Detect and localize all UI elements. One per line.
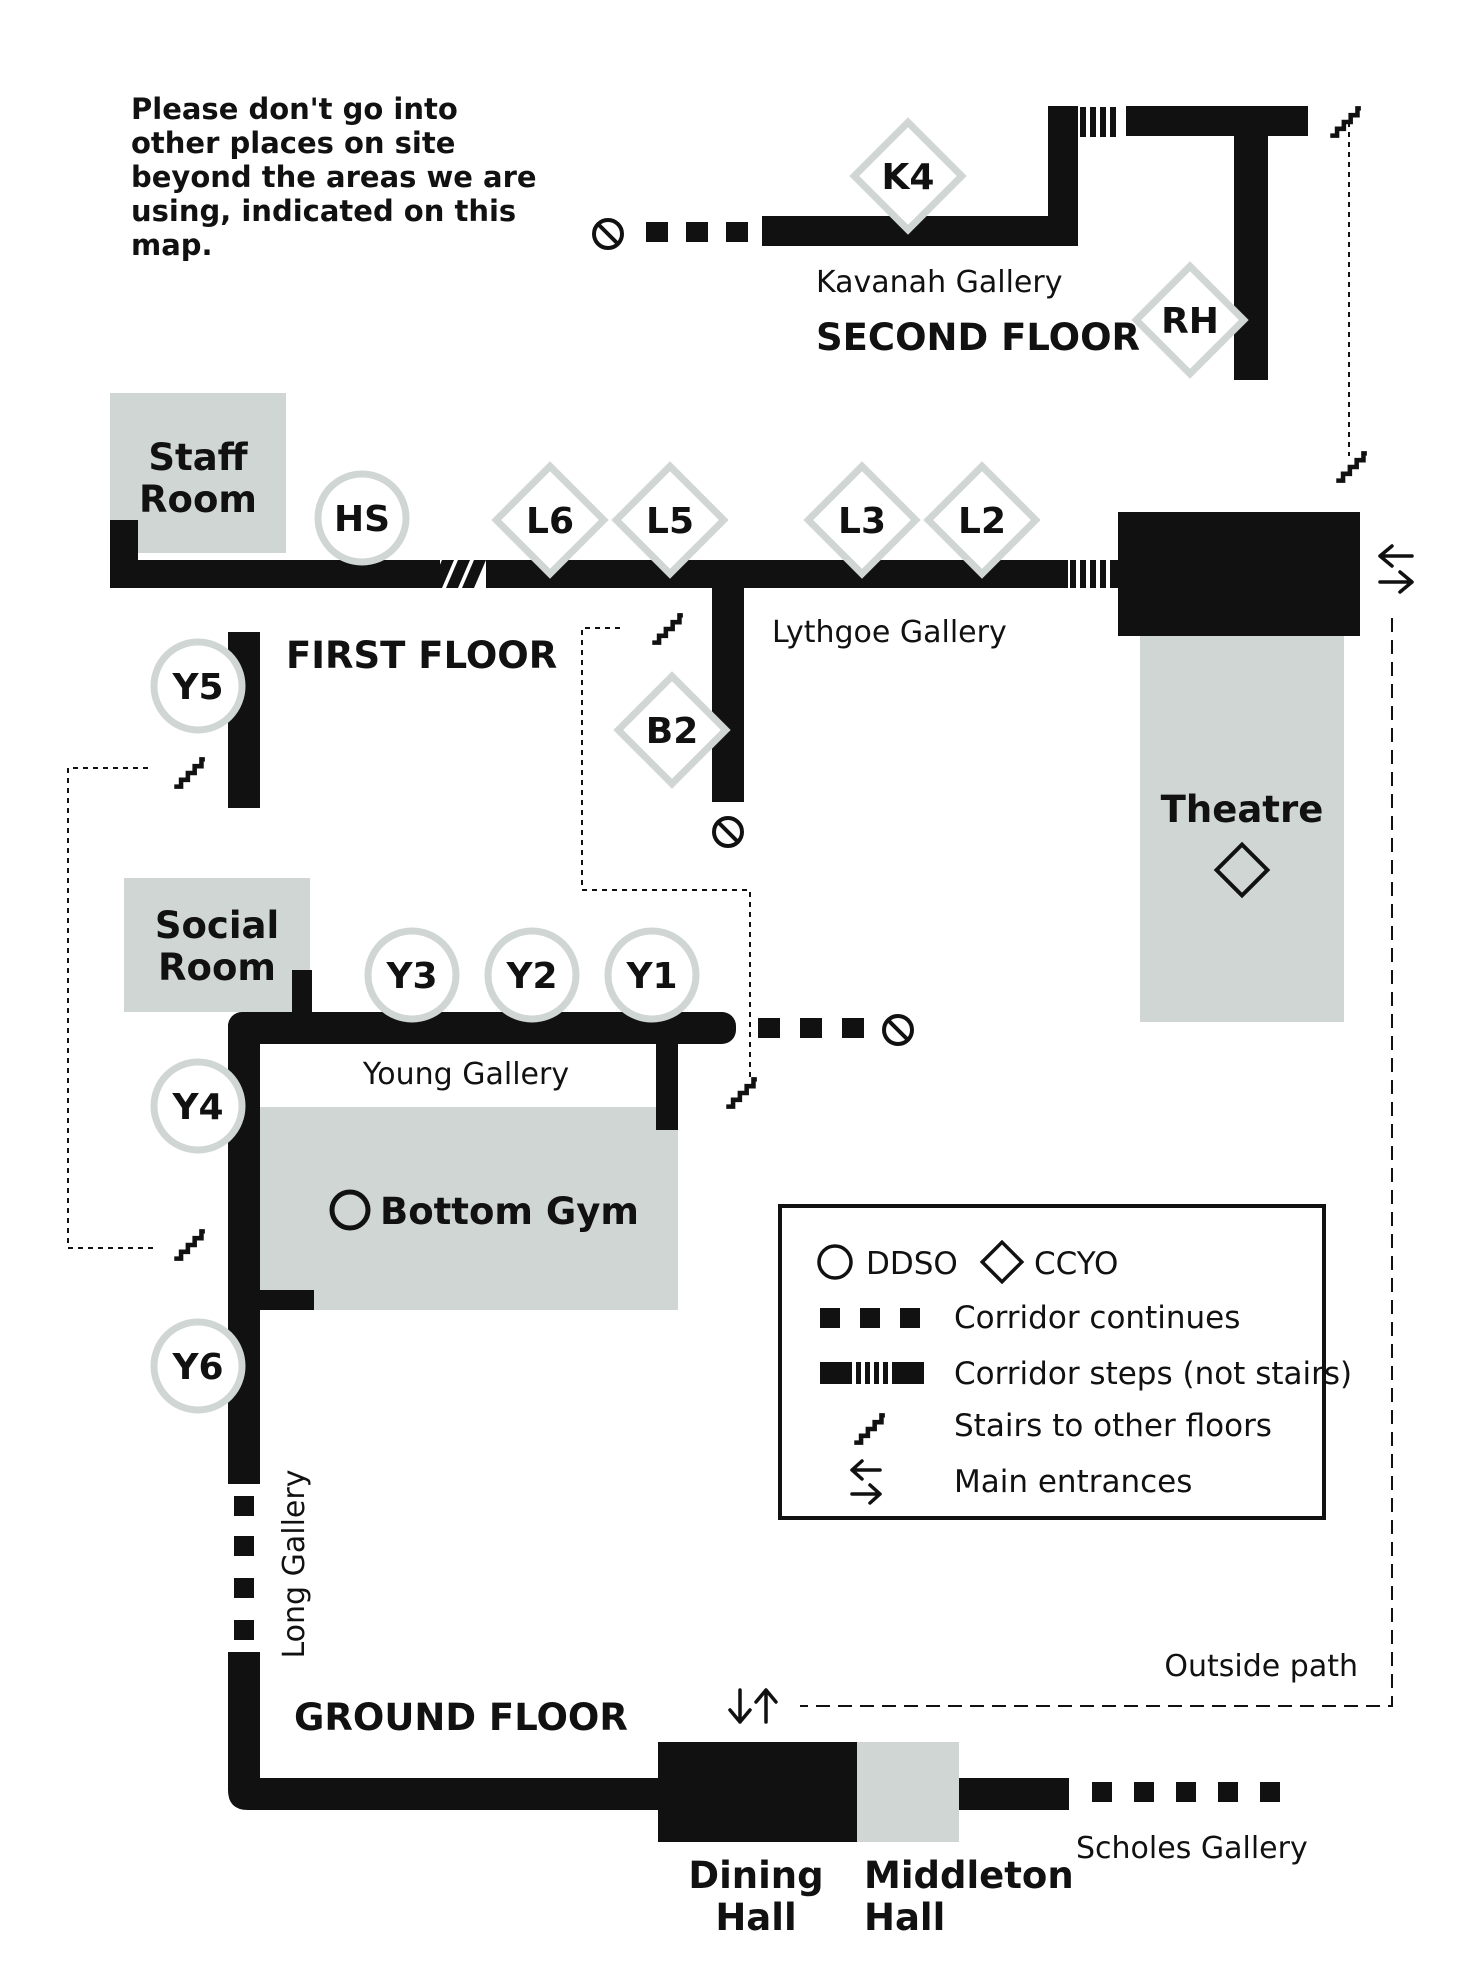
lythgoe-gallery-label: Lythgoe Gallery <box>772 615 1007 650</box>
ddso-marker-y2: Y2 <box>484 927 580 1023</box>
notice-line: Please don't go into <box>131 92 458 126</box>
first-floor-label: FIRST FLOOR <box>286 634 557 677</box>
marker-label: B2 <box>646 711 699 752</box>
marker-label: L2 <box>958 501 1006 542</box>
stairs-icon <box>726 1079 757 1106</box>
ccyo-marker-l2: L2 <box>923 461 1041 579</box>
no-entry-icon <box>592 218 624 250</box>
staff-room-label-2: Room <box>139 478 257 521</box>
no-entry-icon <box>882 1014 914 1046</box>
marker-label: L5 <box>646 501 694 542</box>
ccyo-marker-l3: L3 <box>803 461 921 579</box>
ccyo-marker-l6: L6 <box>491 461 609 579</box>
social-room-label-2: Room <box>158 946 276 989</box>
legend: DDSO CCYO Corridor continues Corridor st… <box>778 1204 1352 1520</box>
legend-ccyo-icon <box>979 1239 1025 1285</box>
marker-label: L6 <box>526 501 574 542</box>
staff-room <box>110 393 286 553</box>
social-room <box>124 878 310 1012</box>
legend-corridor-continues-icon <box>820 1308 920 1328</box>
marker-label: Y4 <box>171 1087 223 1128</box>
marker-label: Y6 <box>171 1347 223 1388</box>
theatre-foyer <box>1118 512 1360 636</box>
legend-ddso-label: DDSO <box>866 1246 958 1282</box>
dining-hall-label-1: Dining <box>688 1854 823 1897</box>
long-gallery-label: Long Gallery <box>277 1470 312 1659</box>
theatre-area <box>1140 636 1344 1022</box>
stairs-icon <box>1336 453 1367 480</box>
legend-stairs-label: Stairs to other floors <box>954 1408 1272 1444</box>
stair-connectors <box>67 122 1350 1249</box>
legend-corridor-steps-label: Corridor steps (not stairs) <box>954 1356 1352 1392</box>
notice-line: map. <box>131 228 213 262</box>
stairs-icon <box>174 759 205 786</box>
marker-label: L3 <box>838 501 886 542</box>
bottom-gym-circle-icon <box>329 1189 371 1231</box>
theatre-label: Theatre <box>1161 788 1324 831</box>
marker-label: RH <box>1161 301 1219 342</box>
ccyo-marker-k4: K4 <box>849 117 967 235</box>
ddso-marker-y3: Y3 <box>364 927 460 1023</box>
dining-hall-label-2: Hall <box>715 1896 796 1939</box>
legend-corridor-continues-label: Corridor continues <box>954 1300 1240 1336</box>
ddso-marker-y6: Y6 <box>150 1318 246 1414</box>
marker-label: Y5 <box>171 667 223 708</box>
legend-entrances-label: Main entrances <box>954 1464 1192 1500</box>
main-entrance-icon <box>1378 544 1414 594</box>
second-floor-label: SECOND FLOOR <box>816 316 1140 359</box>
outside-path <box>800 618 1393 1707</box>
ddso-marker-hs: HS <box>314 470 410 566</box>
marker-label: K4 <box>882 157 935 198</box>
ddso-marker-y5: Y5 <box>150 638 246 734</box>
social-room-label-1: Social <box>155 904 279 947</box>
stairs-icon <box>652 615 683 642</box>
main-entrance-icon <box>728 1688 778 1724</box>
scholes-gallery-label: Scholes Gallery <box>1076 1831 1308 1866</box>
marker-label: Y2 <box>505 956 557 997</box>
ccyo-marker-l5: L5 <box>611 461 729 579</box>
middleton-hall-area <box>855 1742 959 1842</box>
bottom-gym-label: Bottom Gym <box>380 1190 639 1233</box>
notice-line: using, indicated on this <box>131 194 517 228</box>
no-entry-icon <box>712 816 744 848</box>
outside-path-label: Outside path <box>1164 1649 1358 1684</box>
legend-ccyo-label: CCYO <box>1034 1246 1118 1282</box>
kavanah-gallery-label: Kavanah Gallery <box>816 265 1062 300</box>
stairs-icon <box>1330 108 1361 135</box>
marker-label: HS <box>334 499 390 540</box>
theatre-diamond-icon <box>1213 841 1271 899</box>
ground-floor-label: GROUND FLOOR <box>294 1696 628 1739</box>
middleton-hall-label-1: Middleton <box>864 1854 1074 1897</box>
ddso-marker-y4: Y4 <box>150 1058 246 1154</box>
site-notice: Please don't go into other places on sit… <box>131 92 551 262</box>
legend-corridor-steps-icon <box>820 1362 924 1384</box>
staff-room-label-1: Staff <box>148 436 248 479</box>
notice-line: other places on site <box>131 126 456 160</box>
marker-label: Y3 <box>385 956 437 997</box>
notice-line: beyond the areas we are <box>131 160 537 194</box>
ddso-marker-y1: Y1 <box>604 927 700 1023</box>
ccyo-marker-b2: B2 <box>613 671 731 789</box>
legend-entrance-icon <box>850 1459 882 1505</box>
ccyo-marker-rh: RH <box>1131 261 1249 379</box>
middleton-hall-label-2: Hall <box>864 1896 945 1939</box>
stairs-icon <box>174 1231 205 1258</box>
dining-hall-area <box>658 1742 857 1842</box>
second-floor-corridors <box>646 106 1308 380</box>
marker-label: Y1 <box>625 956 677 997</box>
young-gallery-label: Young Gallery <box>362 1057 569 1092</box>
legend-ddso-icon <box>817 1244 853 1280</box>
